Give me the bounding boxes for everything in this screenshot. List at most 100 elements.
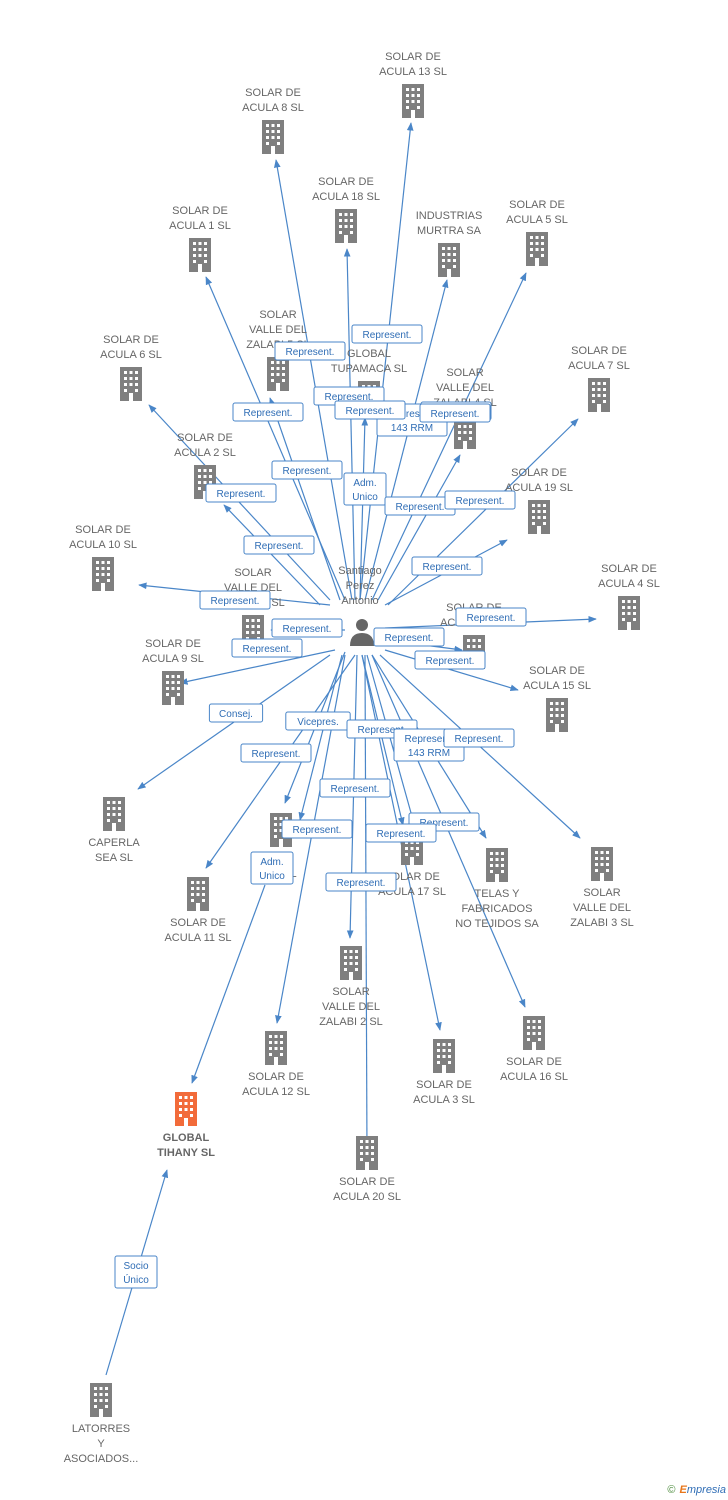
edge-line <box>179 649 336 685</box>
footer-brand[interactable]: ©Empresia <box>667 1484 726 1496</box>
svg-text:Represent.: Represent. <box>337 878 386 889</box>
edge-line <box>371 272 527 601</box>
company-name: VALLE DEL <box>436 382 494 394</box>
edge-line <box>361 654 405 826</box>
svg-text:Represent.: Represent. <box>420 818 469 829</box>
building-icon <box>340 946 362 980</box>
svg-text:Represent.: Represent. <box>396 502 445 513</box>
building-icon <box>262 120 284 154</box>
company-name: VALLE DEL <box>322 1001 380 1013</box>
svg-text:143 RRM: 143 RRM <box>408 748 450 759</box>
svg-text:Unico: Unico <box>352 492 378 503</box>
company-name: SOLAR DE <box>170 917 226 929</box>
svg-text:Represent.: Represent. <box>377 829 426 840</box>
company-name: SOLAR DE <box>245 87 301 99</box>
svg-text:Consej.: Consej. <box>219 709 253 720</box>
svg-text:Represent.: Represent. <box>455 734 504 745</box>
brand-logo-text: mpresia <box>686 1484 726 1496</box>
edge-line <box>359 417 369 601</box>
company-name: SOLAR DE <box>506 1056 562 1068</box>
company-name: ACULA 16 SL <box>500 1071 568 1083</box>
company-name: ASOCIADOS... <box>64 1453 139 1465</box>
company-name: INDUSTRIAS <box>416 210 483 222</box>
company-name: SOLAR DE <box>416 1079 472 1091</box>
company-node[interactable]: SOLAR DE ACULA 8 SL <box>242 87 304 154</box>
relation-label: Represent. <box>365 823 437 843</box>
company-name: CAPERLA <box>88 837 140 849</box>
person-name: Santiago <box>338 565 381 577</box>
company-name: SOLAR DE <box>339 1176 395 1188</box>
edge-line <box>364 279 449 601</box>
company-name: NO TEJIDOS SA <box>455 918 539 930</box>
company-node[interactable]: LATORRESYASOCIADOS... <box>64 1383 139 1465</box>
relation-label: Represent. <box>231 638 303 658</box>
company-name: ACULA 12 SL <box>242 1086 310 1098</box>
company-name: SOLAR DE <box>103 334 159 346</box>
company-name: SOLAR DE <box>177 432 233 444</box>
building-icon <box>356 1136 378 1170</box>
svg-text:Adm.: Adm. <box>353 478 376 489</box>
company-name: ACULA 8 SL <box>242 102 304 114</box>
company-name: GLOBAL <box>347 348 391 360</box>
company-name: ACULA 9 SL <box>142 653 204 665</box>
relation-label: Adm. Unico <box>343 472 387 506</box>
relation-label: Represent. <box>319 778 391 798</box>
relation-label: Represent. <box>411 556 483 576</box>
svg-text:Represent.: Represent. <box>244 408 293 419</box>
building-icon <box>433 1039 455 1073</box>
svg-text:Represent.: Represent. <box>211 596 260 607</box>
svg-text:Represent.: Represent. <box>426 656 475 667</box>
company-name: SOLAR DE <box>509 199 565 211</box>
svg-text:Vicepres.: Vicepres. <box>297 717 339 728</box>
company-name: ACULA 1 SL <box>169 220 231 232</box>
relation-label: Represent. <box>325 872 397 892</box>
svg-text:Represent.: Represent. <box>385 633 434 644</box>
company-name: ZALABI 3 SL <box>570 917 634 929</box>
building-icon <box>187 877 209 911</box>
company-name: SOLAR <box>583 887 620 899</box>
company-name: SOLAR DE <box>511 467 567 479</box>
building-icon <box>618 596 640 630</box>
relation-label: Represent. <box>334 400 406 420</box>
relation-label: Represent. <box>444 490 516 510</box>
relation-label: Represent. <box>240 743 312 763</box>
relation-label: Represent. <box>414 650 486 670</box>
svg-text:Represent.: Represent. <box>456 496 505 507</box>
edge-line <box>223 504 321 606</box>
relation-label: Represent. <box>232 402 304 422</box>
person-name: Antonio <box>341 595 378 607</box>
edge-line <box>273 159 353 601</box>
relation-label: Represent. <box>199 590 271 610</box>
company-name: SOLAR DE <box>248 1071 304 1083</box>
company-name: ACULA 13 SL <box>379 66 447 78</box>
edge-line <box>269 397 341 601</box>
company-node[interactable]: SOLAR DE ACULA 16 SL <box>500 1016 568 1083</box>
svg-text:Represent.: Represent. <box>346 406 395 417</box>
company-node[interactable]: SOLAR DE ACULA 12 SL <box>242 1031 310 1098</box>
